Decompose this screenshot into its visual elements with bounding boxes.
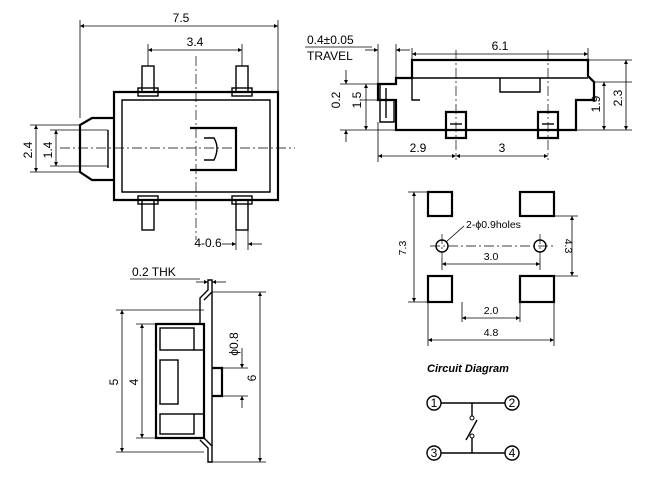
holes-note: 2-ϕ0.9holes (466, 219, 521, 231)
circuit-diagram: Circuit Diagram 1 2 3 4 (426, 363, 520, 461)
dim-4-8: 4.8 (484, 327, 499, 339)
dim-phi-0-8: ϕ0.8 (227, 332, 241, 356)
dim-5: 5 (107, 378, 121, 385)
pin-label-3: 3 (431, 446, 438, 460)
side-foot-1 (444, 110, 468, 140)
dim-7-5: 7.5 (173, 11, 190, 25)
side-foot-2 (536, 110, 560, 140)
dim-7-3: 7.3 (397, 241, 409, 256)
dim-3: 3 (499, 141, 506, 155)
end-actuator (212, 366, 224, 398)
top-plunger (78, 116, 114, 182)
top-pin-3 (141, 199, 155, 231)
dim-4-3: 4.3 (562, 239, 574, 254)
circuit-title: Circuit Diagram (427, 363, 509, 375)
pad-3 (426, 274, 454, 304)
dim-4-0-6: 4-0.6 (194, 236, 222, 250)
actuator-window (190, 126, 238, 172)
top-pin-4 (235, 199, 249, 231)
footprint: 2-ϕ0.9holes 7.3 4.3 3.0 2.0 4.8 (397, 190, 578, 346)
pad-4 (518, 274, 556, 304)
dim-1-4: 1.4 (41, 141, 55, 158)
dim-4: 4 (127, 378, 141, 385)
dim-6: 6 (245, 374, 259, 381)
top-body-inner (121, 99, 271, 193)
dim-travel: 0.4±0.05 (307, 33, 354, 47)
switch-contact (465, 419, 478, 441)
side-view: 0.4±0.05 TRAVEL 6.1 0.2 1.5 1.9 2.3 2.9 … (305, 33, 632, 162)
pin-label-2: 2 (509, 396, 516, 410)
dim-0-2: 0.2 (329, 91, 343, 108)
travel-label: TRAVEL (307, 49, 353, 63)
dim-0-2-thk: 0.2 THK (132, 265, 176, 279)
dim-2-3: 2.3 (611, 89, 625, 106)
dim-2-4: 2.4 (21, 141, 35, 158)
dim-6-1: 6.1 (492, 39, 509, 53)
dim-2-0: 2.0 (484, 305, 499, 317)
side-body (376, 58, 596, 132)
end-body (154, 322, 206, 440)
pin-label-1: 1 (431, 396, 438, 410)
end-view: 0.2 THK 5 4 6 ϕ0.8 (107, 265, 266, 463)
top-view: 7.5 3.4 2.4 1.4 4-0.6 (21, 11, 295, 250)
pin-label-4: 4 (509, 446, 516, 460)
pad-1 (426, 190, 454, 218)
dim-3-4: 3.4 (187, 35, 204, 49)
dim-1-5: 1.5 (350, 91, 364, 108)
pad-2 (518, 190, 556, 218)
dim-1-9: 1.9 (589, 95, 603, 112)
dim-3-0: 3.0 (484, 251, 499, 263)
actuator-tab (204, 137, 218, 161)
dim-2-9: 2.9 (410, 141, 427, 155)
